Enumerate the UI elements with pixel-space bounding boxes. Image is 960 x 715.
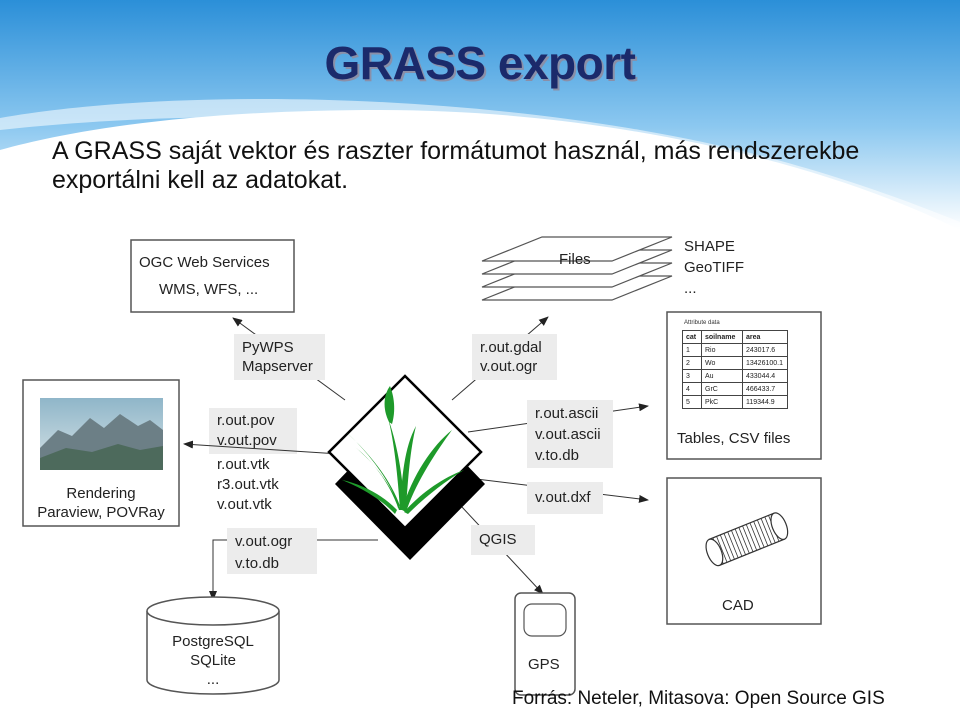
cell: 3 — [683, 370, 702, 383]
cell: 2 — [683, 357, 702, 370]
ascii-commands: r.out.ascii v.out.ascii v.to.db — [527, 400, 613, 468]
db-cmd-v-to-db: v.to.db — [235, 554, 309, 573]
file-formats-list: SHAPE GeoTIFF ... — [684, 237, 744, 298]
attribute-table-header: cat soilname area — [683, 331, 788, 344]
db-line-1: PostgreSQL — [147, 632, 279, 651]
cell: PkC — [702, 396, 743, 409]
db-commands: v.out.ogr v.to.db — [227, 528, 317, 574]
grass-logo-icon — [329, 376, 485, 560]
pywps-line-2: Mapserver — [242, 357, 317, 376]
vis-cmd-r-out-pov: r.out.pov — [217, 411, 275, 430]
rout-line-2: v.out.ogr — [480, 357, 549, 376]
vis-commands: r.out.pov v.out.pov r.out.vtk r3.out.vtk… — [209, 408, 297, 518]
cell: 119344.9 — [743, 396, 788, 409]
header-soilname: soilname — [702, 331, 743, 344]
vis-cmd-v-out-vtk: v.out.vtk — [217, 495, 272, 514]
files-label: Files — [559, 250, 591, 269]
db-line-3: ... — [147, 670, 279, 689]
rendering-line-1: Rendering — [27, 484, 175, 503]
header-area: area — [743, 331, 788, 344]
cell: 5 — [683, 396, 702, 409]
pywps-label: PyWPS Mapserver — [234, 334, 325, 380]
format-geotiff: GeoTIFF — [684, 258, 744, 277]
format-shape: SHAPE — [684, 237, 744, 256]
rout-label: r.out.gdal v.out.ogr — [472, 334, 557, 380]
cell: 13426100.1 — [743, 357, 788, 370]
database-label: PostgreSQL SQLite ... — [147, 632, 279, 689]
table-row: 2 Wo 13426100.1 — [683, 357, 788, 370]
cell: 433044.4 — [743, 370, 788, 383]
vis-cmd-r3-out-vtk: r3.out.vtk — [217, 475, 279, 494]
pywps-line-1: PyWPS — [242, 338, 317, 357]
qgis-text: QGIS — [479, 530, 527, 549]
cell: 466433.7 — [743, 383, 788, 396]
mountain-landscape-image — [40, 398, 163, 470]
dxf-command: v.out.dxf — [527, 482, 603, 514]
vis-cmd-v-out-pov: v.out.pov — [217, 431, 277, 450]
attribute-data-caption: Attribute data — [684, 320, 720, 326]
db-line-2: SQLite — [147, 651, 279, 670]
ogc-line-1: OGC Web Services — [139, 253, 270, 272]
cell: Au — [702, 370, 743, 383]
cell: GrC — [702, 383, 743, 396]
ascii-cmd-v-out-ascii: v.out.ascii — [535, 425, 605, 444]
cell: 4 — [683, 383, 702, 396]
source-citation: Forrás: Neteler, Mitasova: Open Source G… — [512, 688, 885, 710]
rendering-label: Rendering Paraview, POVRay — [27, 484, 175, 522]
ogc-label: OGC Web Services WMS, WFS, ... — [139, 253, 270, 299]
ogc-line-2: WMS, WFS, ... — [139, 280, 270, 299]
qgis-label: QGIS — [471, 525, 535, 555]
cell: Wo — [702, 357, 743, 370]
table-row: 3 Au 433044.4 — [683, 370, 788, 383]
db-cmd-v-out-ogr: v.out.ogr — [235, 532, 309, 551]
format-more: ... — [684, 279, 744, 298]
vis-cmd-r-out-vtk: r.out.vtk — [217, 455, 270, 474]
attribute-table: cat soilname area 1 Rio 243017.6 2 Wo 13… — [682, 330, 788, 409]
tables-label: Tables, CSV files — [677, 429, 790, 448]
table-row: 5 PkC 119344.9 — [683, 396, 788, 409]
table-row: 1 Rio 243017.6 — [683, 344, 788, 357]
rendering-line-2: Paraview, POVRay — [27, 503, 175, 522]
ascii-cmd-v-to-db: v.to.db — [535, 446, 605, 465]
gps-label: GPS — [528, 655, 560, 674]
table-row: 4 GrC 466433.7 — [683, 383, 788, 396]
dxf-cmd: v.out.dxf — [535, 488, 595, 507]
rout-line-1: r.out.gdal — [480, 338, 549, 357]
gps-device-icon — [515, 593, 575, 695]
cell: Rio — [702, 344, 743, 357]
cell: 243017.6 — [743, 344, 788, 357]
ascii-cmd-r-out-ascii: r.out.ascii — [535, 404, 605, 423]
cad-label: CAD — [722, 596, 754, 615]
header-cat: cat — [683, 331, 702, 344]
cell: 1 — [683, 344, 702, 357]
